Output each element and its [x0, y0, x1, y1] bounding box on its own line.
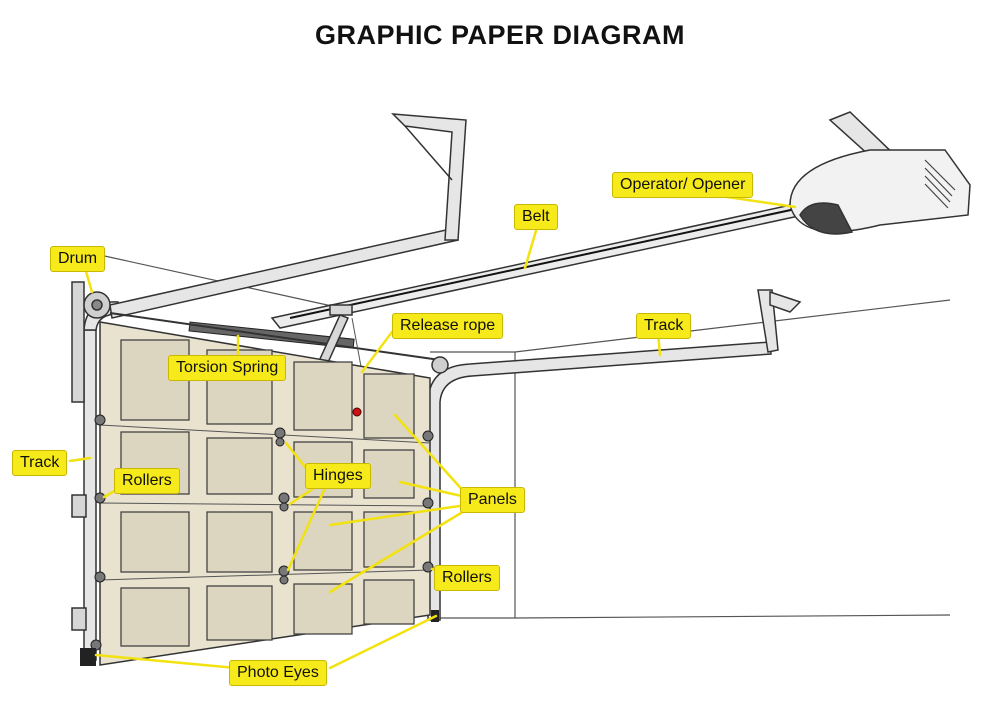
operator-unit	[789, 111, 971, 235]
label-rollers-right: Rollers	[434, 565, 500, 591]
release-handle	[352, 407, 362, 417]
label-belt: Belt	[514, 204, 558, 230]
label-operator-opener: Operator/ Opener	[612, 172, 754, 198]
label-photo-eyes: Photo Eyes	[229, 660, 327, 686]
right-track	[427, 289, 802, 621]
label-hinges: Hinges	[305, 463, 371, 489]
label-release-rope: Release rope	[392, 313, 504, 339]
label-track-left: Track	[12, 450, 68, 476]
label-torsion-spring: Torsion Spring	[168, 355, 287, 381]
drum	[83, 291, 111, 319]
garage-door	[99, 321, 431, 666]
label-panels: Panels	[460, 487, 525, 513]
hardware	[90, 414, 434, 651]
label-track-right: Track	[636, 313, 692, 339]
label-rollers-left: Rollers	[114, 468, 180, 494]
label-drum: Drum	[50, 246, 106, 272]
diagram-title: GRAPHIC PAPER DIAGRAM	[314, 20, 686, 50]
torsion-spring	[109, 312, 441, 361]
